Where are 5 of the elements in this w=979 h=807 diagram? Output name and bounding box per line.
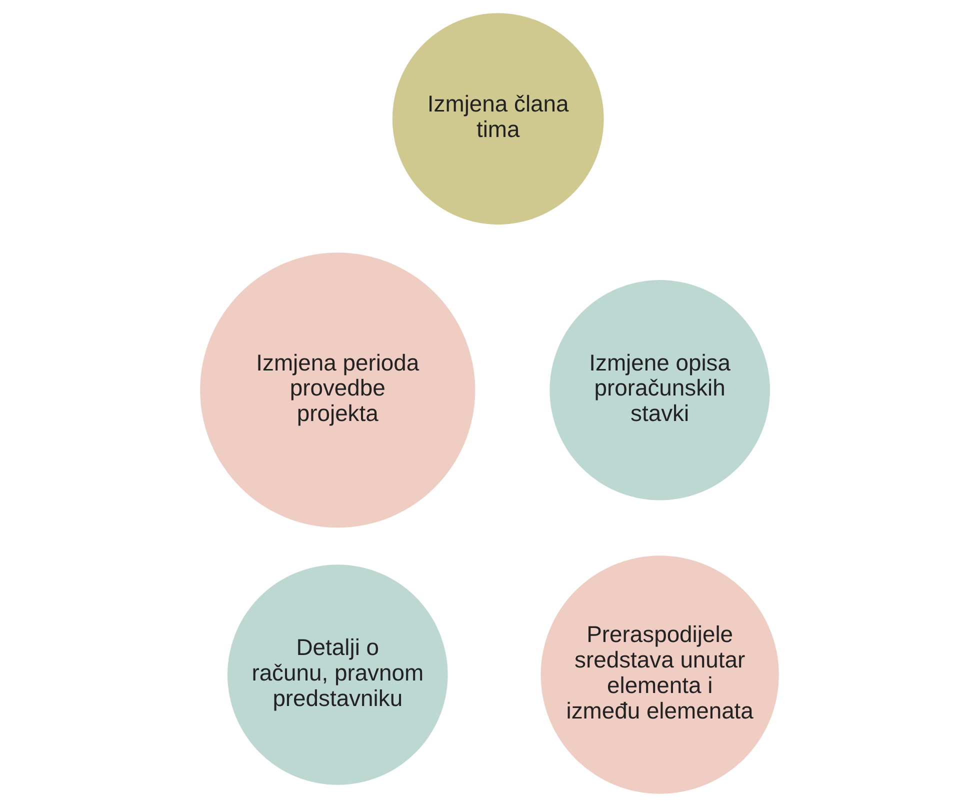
node-circle: Preraspodijele sredstava unutar elementa i između elemenata: [540, 556, 779, 794]
node-circle: Izmjene opisa proračunskih stavki: [550, 280, 770, 500]
node-circle: Detalji o računu, pravnom predstavniku: [227, 564, 448, 785]
node-circle: Izmjena perioda provedbe projekta: [200, 252, 476, 528]
node-circle: Izmjena člana tima: [392, 13, 604, 225]
